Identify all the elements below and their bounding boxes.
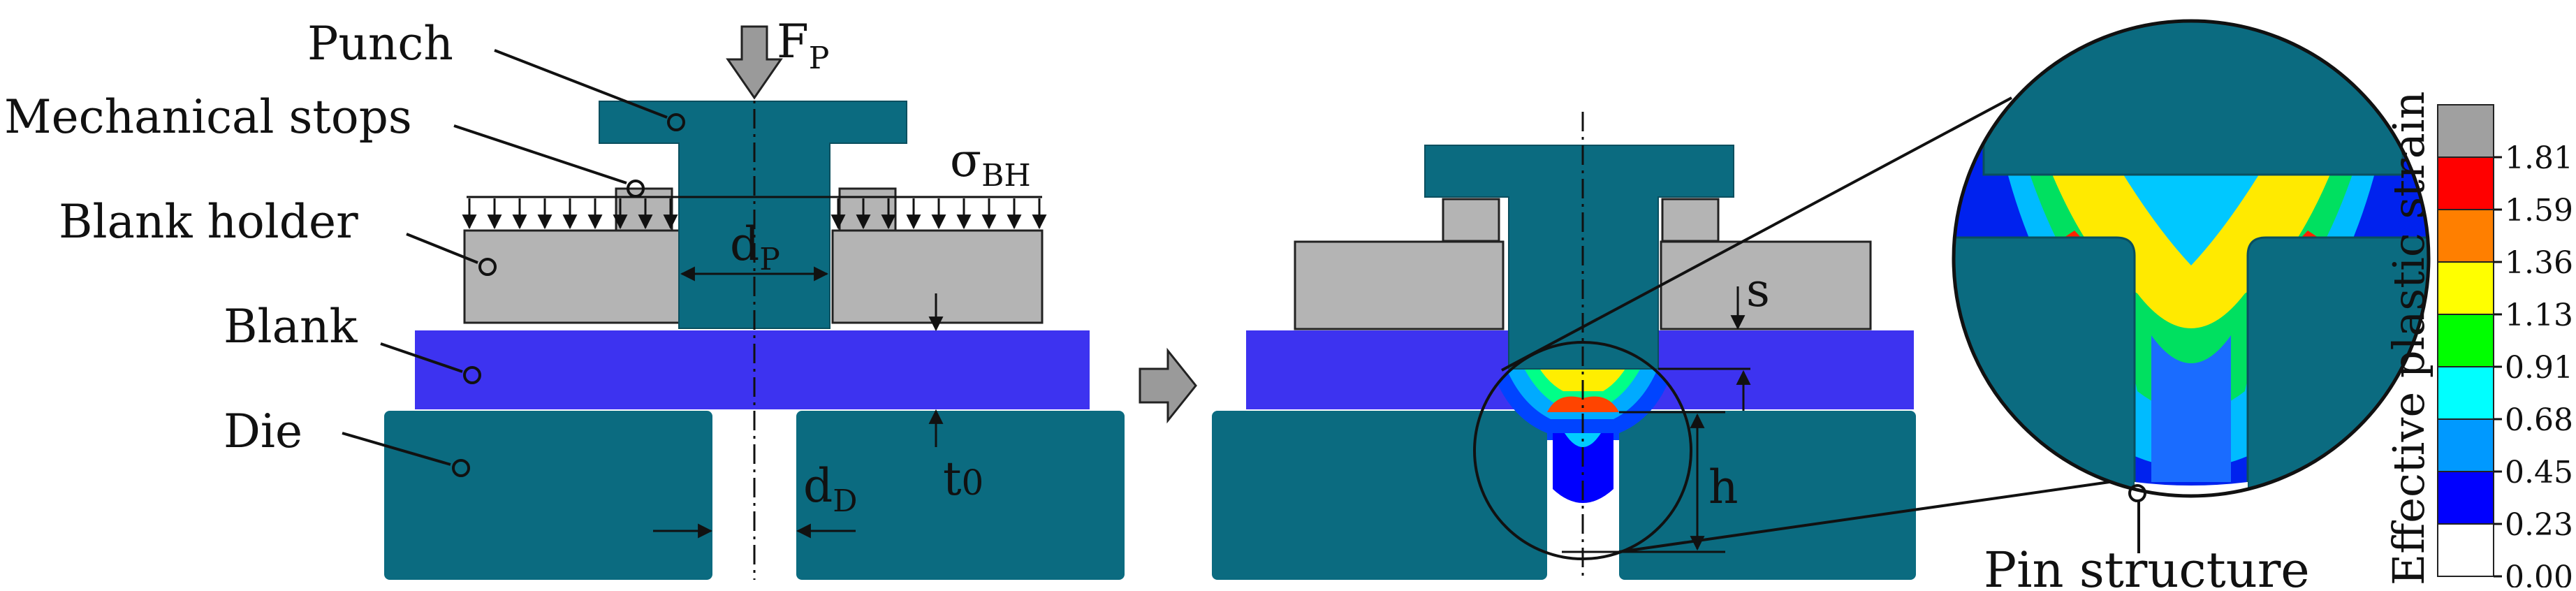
mechanical-stop-right-deformed (1661, 198, 1720, 242)
colorbar-segment (2437, 366, 2494, 420)
colorbar-title: Effective plastic strain (2383, 92, 2434, 585)
s-symbol: s (1746, 263, 1770, 317)
mechanical-stops-marker (627, 180, 645, 198)
colorbar-segment (2437, 156, 2494, 210)
die-left-deformed (1212, 411, 1547, 580)
colorbar-segment (2437, 523, 2494, 577)
punch (599, 101, 907, 329)
zoom-die-left (1954, 236, 2136, 496)
colorbar-tick-label: 0.68 (2505, 402, 2573, 438)
colorbar-segment (2437, 418, 2494, 472)
die-leader (342, 432, 451, 466)
zoom-pin-gap (2135, 482, 2248, 496)
colorbar-segment (2437, 209, 2494, 263)
deformed-state: s h (1212, 112, 1916, 580)
blank-holder-right-deformed (1660, 240, 1872, 330)
die-right (796, 411, 1125, 580)
blank-holder-left-deformed (1294, 240, 1505, 330)
colorbar-tick-label: 0.45 (2505, 455, 2573, 490)
blank-marker (463, 366, 481, 384)
blank-holder-right (831, 229, 1044, 324)
strain-field-pin-blue (2151, 335, 2231, 482)
dd-symbol: dD (803, 459, 858, 519)
die-left (384, 411, 712, 580)
pin-structure-label: Pin structure (1984, 541, 2310, 588)
punch-leader (494, 49, 668, 119)
blank-holder-label: Blank holder (59, 195, 358, 249)
zoom-punch (1982, 21, 2404, 176)
transition-arrow (1139, 347, 1197, 424)
colorbar-tick-label: 1.13 (2505, 298, 2573, 333)
h-symbol: h (1708, 460, 1739, 514)
colorbar-tick-label: 1.36 (2505, 245, 2573, 281)
colorbar-segment (2437, 314, 2494, 367)
die-right-deformed (1619, 411, 1916, 580)
pin-structure-marker (2128, 484, 2146, 502)
zoom-line-lower (1618, 481, 2110, 553)
zoom-circle (1952, 19, 2431, 498)
force-symbol: FP (777, 15, 829, 76)
blank-holder-pressure-arrows (462, 196, 1047, 230)
blank-holder-marker (478, 258, 497, 276)
mechanical-stop-left (615, 187, 673, 232)
sigma-bh-symbol: σBH (950, 133, 1031, 194)
mechanical-stop-right (838, 187, 897, 232)
strain-field-inner-blue (2123, 175, 2259, 265)
blank (415, 330, 1090, 409)
punch-label: Punch (307, 17, 453, 71)
colorbar-tick-label: 1.81 (2505, 140, 2573, 176)
punch-marker (667, 113, 685, 131)
colorbar-segment (2437, 471, 2494, 525)
force-arrow (726, 25, 783, 100)
colorbar-tick-label: 0.91 (2505, 350, 2573, 386)
blank-holder-left (463, 229, 681, 324)
colorbar-tick-label: 0.00 (2505, 560, 2573, 588)
colorbar-tick-label: 0.23 (2505, 507, 2573, 543)
die-label: Die (224, 404, 302, 458)
zoom-line-upper (1501, 96, 2012, 372)
mechanical-stops-leader (453, 124, 627, 184)
blank-holder-leader (406, 233, 478, 264)
zoom-holder-left (1954, 21, 1984, 112)
colorbar-segment (2437, 261, 2494, 315)
mechanical-stop-left-deformed (1442, 198, 1500, 242)
t0-symbol: t0 (943, 452, 983, 506)
colorbar: 1.81 1.59 1.36 1.13 0.91 0.68 0.45 0.23 0.00 (2437, 104, 2573, 591)
die-marker (452, 459, 470, 477)
zoom-detail: Pin structure (1952, 19, 2431, 591)
mechanical-stops-label: Mechanical stops (4, 90, 412, 144)
dp-symbol: dP (730, 217, 780, 277)
initial-setup: Punch Mechanical stops Blank holder Blan… (4, 15, 1125, 580)
colorbar-segment (2437, 104, 2494, 158)
blank-leader (380, 342, 463, 373)
colorbar-tick-label: 1.59 (2505, 193, 2573, 228)
blank-label: Blank (224, 300, 358, 353)
